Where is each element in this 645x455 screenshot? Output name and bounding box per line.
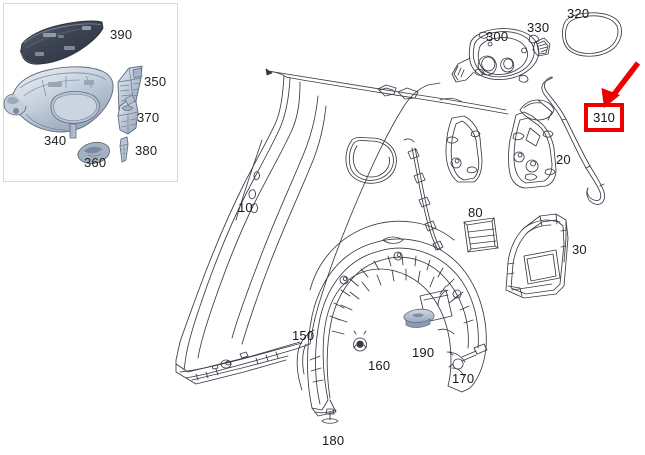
part-label-170: 170 xyxy=(452,371,475,386)
part-380-screw-shape xyxy=(119,136,129,163)
part-label-10: 10 xyxy=(238,200,253,215)
part-label-390: 390 xyxy=(110,27,133,42)
part-label-370: 370 xyxy=(137,110,160,125)
part-label-160: 160 xyxy=(368,358,391,373)
highlight-box-310[interactable]: 310 xyxy=(584,103,624,132)
part-label-80: 80 xyxy=(468,205,483,220)
part-label-330: 330 xyxy=(527,20,550,35)
highlight-arrow xyxy=(601,61,641,108)
part-label-30: 30 xyxy=(572,242,587,257)
part-340-mirror-housing-shape xyxy=(3,66,114,139)
part-360-cap-shape xyxy=(77,141,110,164)
part-190-clip-shape xyxy=(403,308,435,328)
part-label-150: 150 xyxy=(292,328,315,343)
part-label-190: 190 xyxy=(412,345,435,360)
part-label-180: 180 xyxy=(322,433,345,448)
part-label-300: 300 xyxy=(486,29,509,44)
part-label-380: 380 xyxy=(135,143,158,158)
part-390-mirror-cap-shape xyxy=(19,20,104,65)
part-label-340: 340 xyxy=(44,133,67,148)
part-label-320: 320 xyxy=(567,6,590,21)
highlight-part-number: 310 xyxy=(593,110,615,125)
part-label-20: 20 xyxy=(556,152,571,167)
part-label-350: 350 xyxy=(144,74,167,89)
part-370-motor-shape xyxy=(117,94,139,135)
part-label-360: 360 xyxy=(84,155,107,170)
